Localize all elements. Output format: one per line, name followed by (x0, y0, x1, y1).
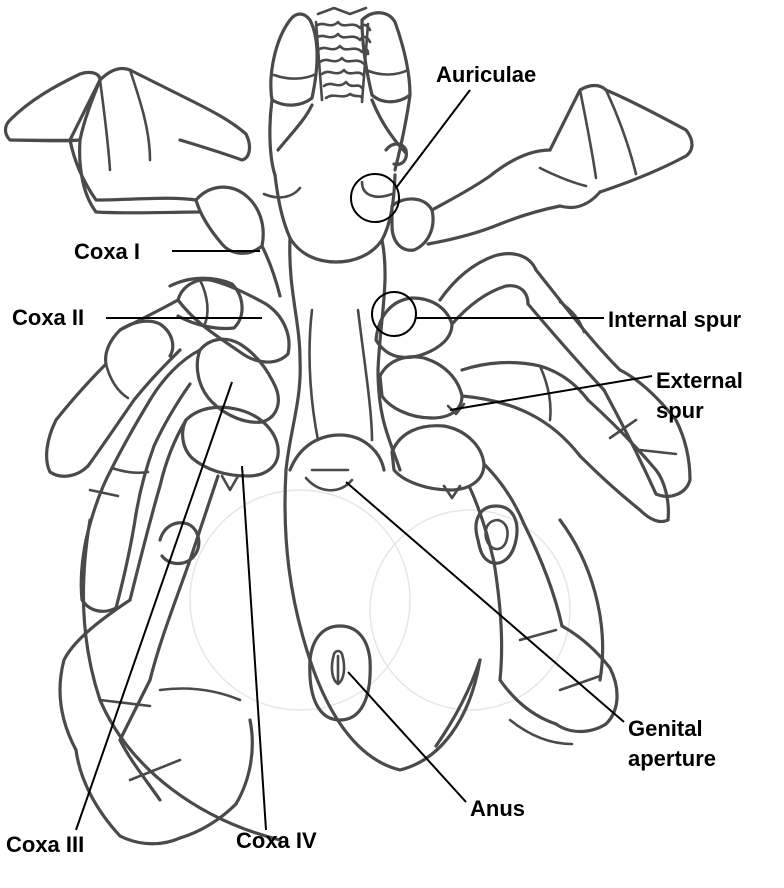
label-coxa-iii: Coxa III (6, 832, 84, 857)
coxae (176, 185, 486, 500)
highlight-circles (350, 173, 417, 337)
leader-anus (347, 671, 467, 803)
leader-coxa-iii (75, 381, 233, 831)
label-external-spur-line2: spur (656, 398, 704, 423)
label-coxa-i: Coxa I (74, 239, 140, 264)
label-external-spur-line1: External (656, 368, 743, 393)
internal-spur-circle (371, 291, 417, 337)
label-genital-aperture-line2: aperture (628, 746, 716, 771)
label-coxa-ii: Coxa II (12, 305, 84, 330)
leader-external-spur (449, 375, 653, 411)
label-internal-spur: Internal spur (608, 307, 742, 332)
label-auriculae: Auriculae (436, 62, 536, 87)
leader-auriculae (395, 89, 471, 189)
leader-coxa-iv (241, 465, 267, 831)
left-legs (3, 66, 254, 846)
background-circles (189, 489, 571, 711)
auriculae-circle (350, 173, 400, 223)
label-coxa-iv: Coxa IV (236, 828, 317, 853)
idiosoma (81, 236, 605, 842)
right-legs (426, 83, 694, 748)
gnathosoma (262, 6, 412, 264)
labels: Auriculae Coxa I Coxa II Internal spur E… (6, 62, 743, 857)
leader-lines (75, 89, 653, 831)
leader-genital-aperture (345, 481, 625, 723)
label-genital-aperture-line1: Genital (628, 716, 703, 741)
label-anus: Anus (470, 796, 525, 821)
